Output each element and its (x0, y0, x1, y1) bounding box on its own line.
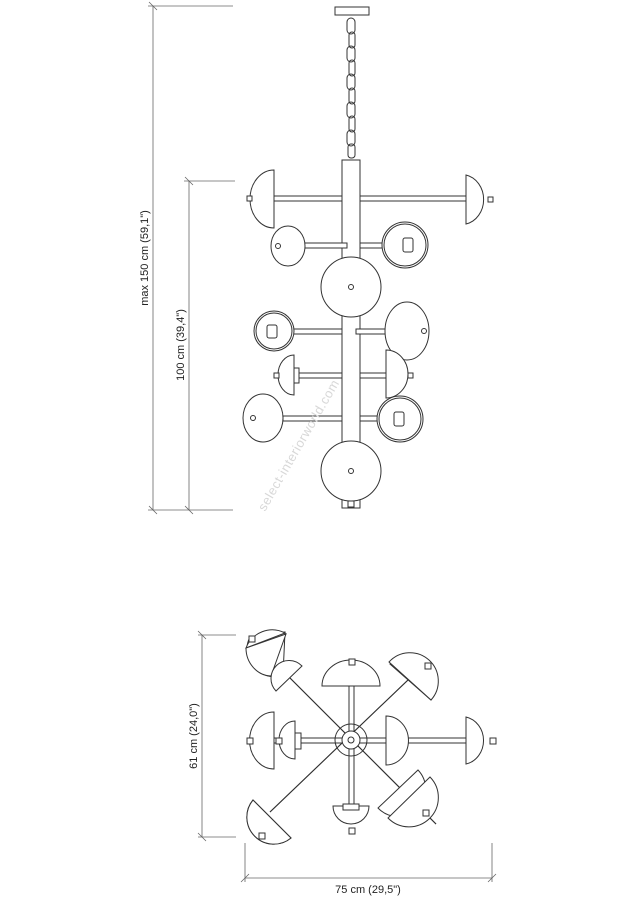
chain-icon (346, 17, 356, 159)
body-height-label: 100 cm (39,4") (175, 309, 187, 381)
dimension-max-height: max 150 cm (59,1") (139, 1, 233, 515)
depth-label: 61 cm (24,0") (188, 703, 200, 769)
dimension-body-height: 100 cm (39,4") (175, 176, 235, 515)
dimension-width: 75 cm (29,5") (240, 843, 497, 896)
dimension-depth: 61 cm (24,0") (188, 630, 236, 842)
side-view (242, 6, 494, 509)
width-label: 75 cm (29,5") (335, 884, 401, 896)
ceiling-canopy (334, 6, 370, 16)
top-view (245, 629, 497, 845)
max-height-label: max 150 cm (59,1") (139, 210, 151, 306)
